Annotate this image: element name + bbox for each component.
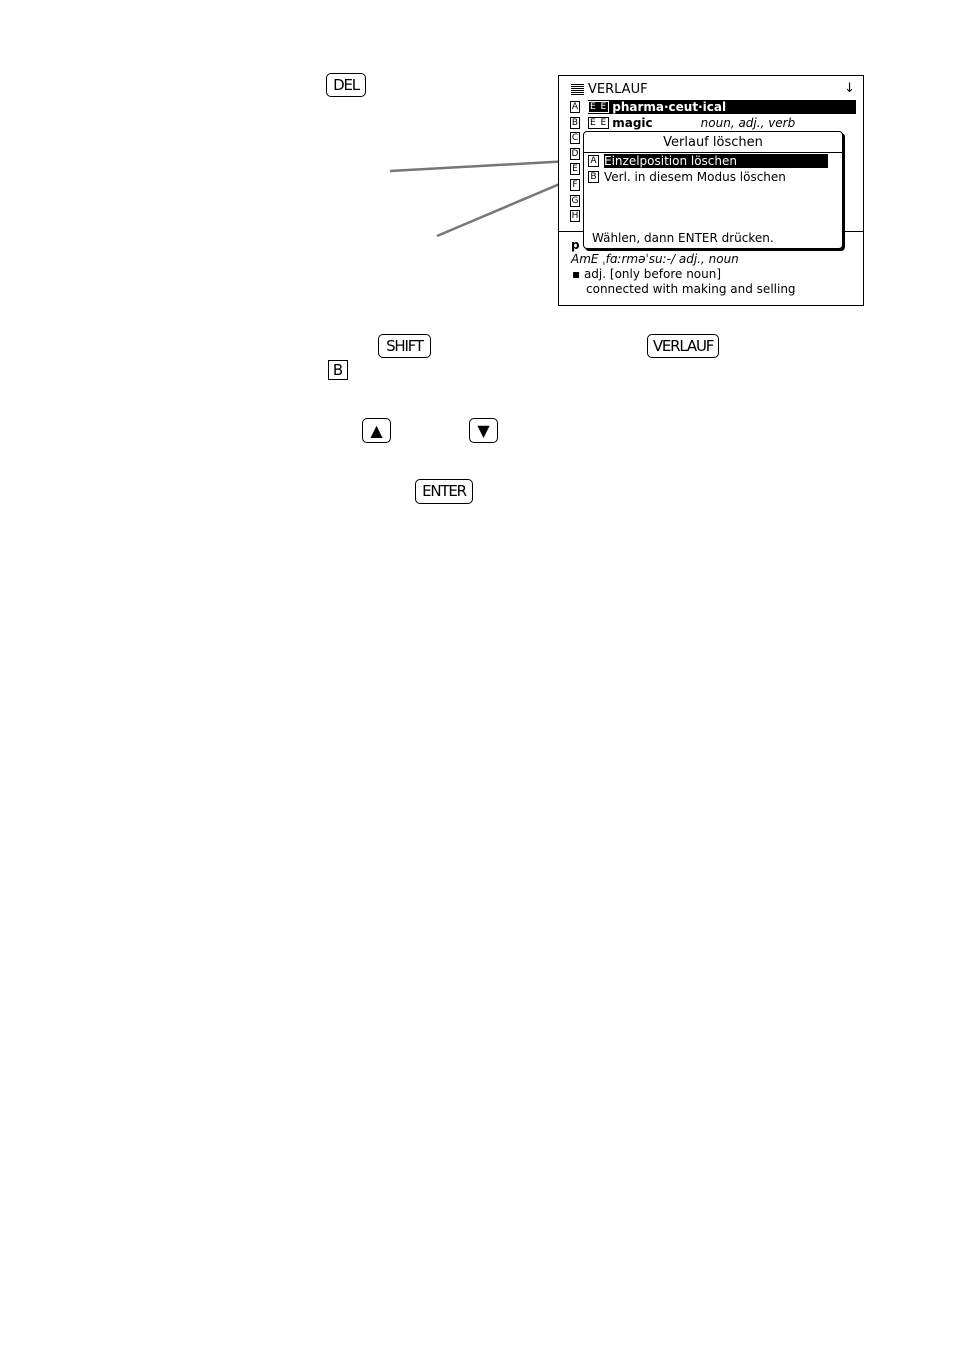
b-letter-key[interactable]: B <box>328 360 348 380</box>
option-key-b: B <box>588 171 599 183</box>
letter-index-column: A B C D E F G H <box>570 101 580 226</box>
letter-index-f[interactable]: F <box>570 178 580 191</box>
option-single-entry[interactable]: A Einzelposition löschen <box>588 154 829 168</box>
entry-word: pharma·ceut·ical <box>612 100 727 114</box>
enter-key[interactable]: ENTER <box>415 479 473 504</box>
dialog-divider <box>584 152 842 153</box>
option-mode-history[interactable]: B Verl. in diesem Modus löschen <box>588 170 786 184</box>
letter-index-e[interactable]: E <box>570 163 580 176</box>
entry-word: magic <box>612 116 653 130</box>
letter-index-a[interactable]: A <box>570 101 580 113</box>
screen-title-bar: VERLAUF <box>571 82 648 97</box>
letter-index-h[interactable]: H <box>570 210 580 223</box>
history-entry-2[interactable]: E E magic noun, adj., verb <box>588 116 795 130</box>
up-arrow-key[interactable]: ▲ <box>362 418 391 443</box>
shift-key[interactable]: SHIFT <box>378 334 431 358</box>
verlauf-key[interactable]: VERLAUF <box>647 334 719 358</box>
definition-text: connected with making and selling <box>586 282 796 296</box>
letter-index-d[interactable]: D <box>570 147 580 160</box>
option-label: Verl. in diesem Modus löschen <box>604 170 786 184</box>
dialog-hint: Wählen, dann ENTER drücken. <box>592 231 774 245</box>
callout-line-a <box>389 158 589 173</box>
definition-head: p <box>571 238 580 252</box>
option-key-a: A <box>588 155 599 167</box>
letter-index-c[interactable]: C <box>570 132 580 145</box>
letter-index-g[interactable]: G <box>570 194 580 207</box>
del-key[interactable]: DEL <box>326 73 366 97</box>
list-icon <box>571 84 584 95</box>
definition-pronunciation: AmE ˌfɑːrməˈsuː-/ adj., noun <box>571 252 739 266</box>
dialog-title: Verlauf löschen <box>663 135 763 150</box>
definition-bullet: ▪ adj. [only before noun] <box>572 267 722 281</box>
dictionary-tag: E E <box>588 101 610 113</box>
option-label: Einzelposition löschen <box>604 154 829 168</box>
scroll-down-icon: ↓ <box>844 81 855 96</box>
history-entry-1[interactable]: E E pharma·ceut·ical <box>588 100 856 114</box>
entry-pos: noun, adj., verb <box>700 116 796 130</box>
letter-index-b[interactable]: B <box>570 116 580 129</box>
delete-history-dialog: Verlauf löschen A Einzelposition löschen… <box>583 131 843 249</box>
dictionary-screen: VERLAUF ↓ A B C D E F G H E E pharma·ceu… <box>558 75 864 306</box>
screen-title: VERLAUF <box>588 82 648 97</box>
dictionary-tag: E E <box>588 117 610 129</box>
down-arrow-key[interactable]: ▼ <box>469 418 498 443</box>
